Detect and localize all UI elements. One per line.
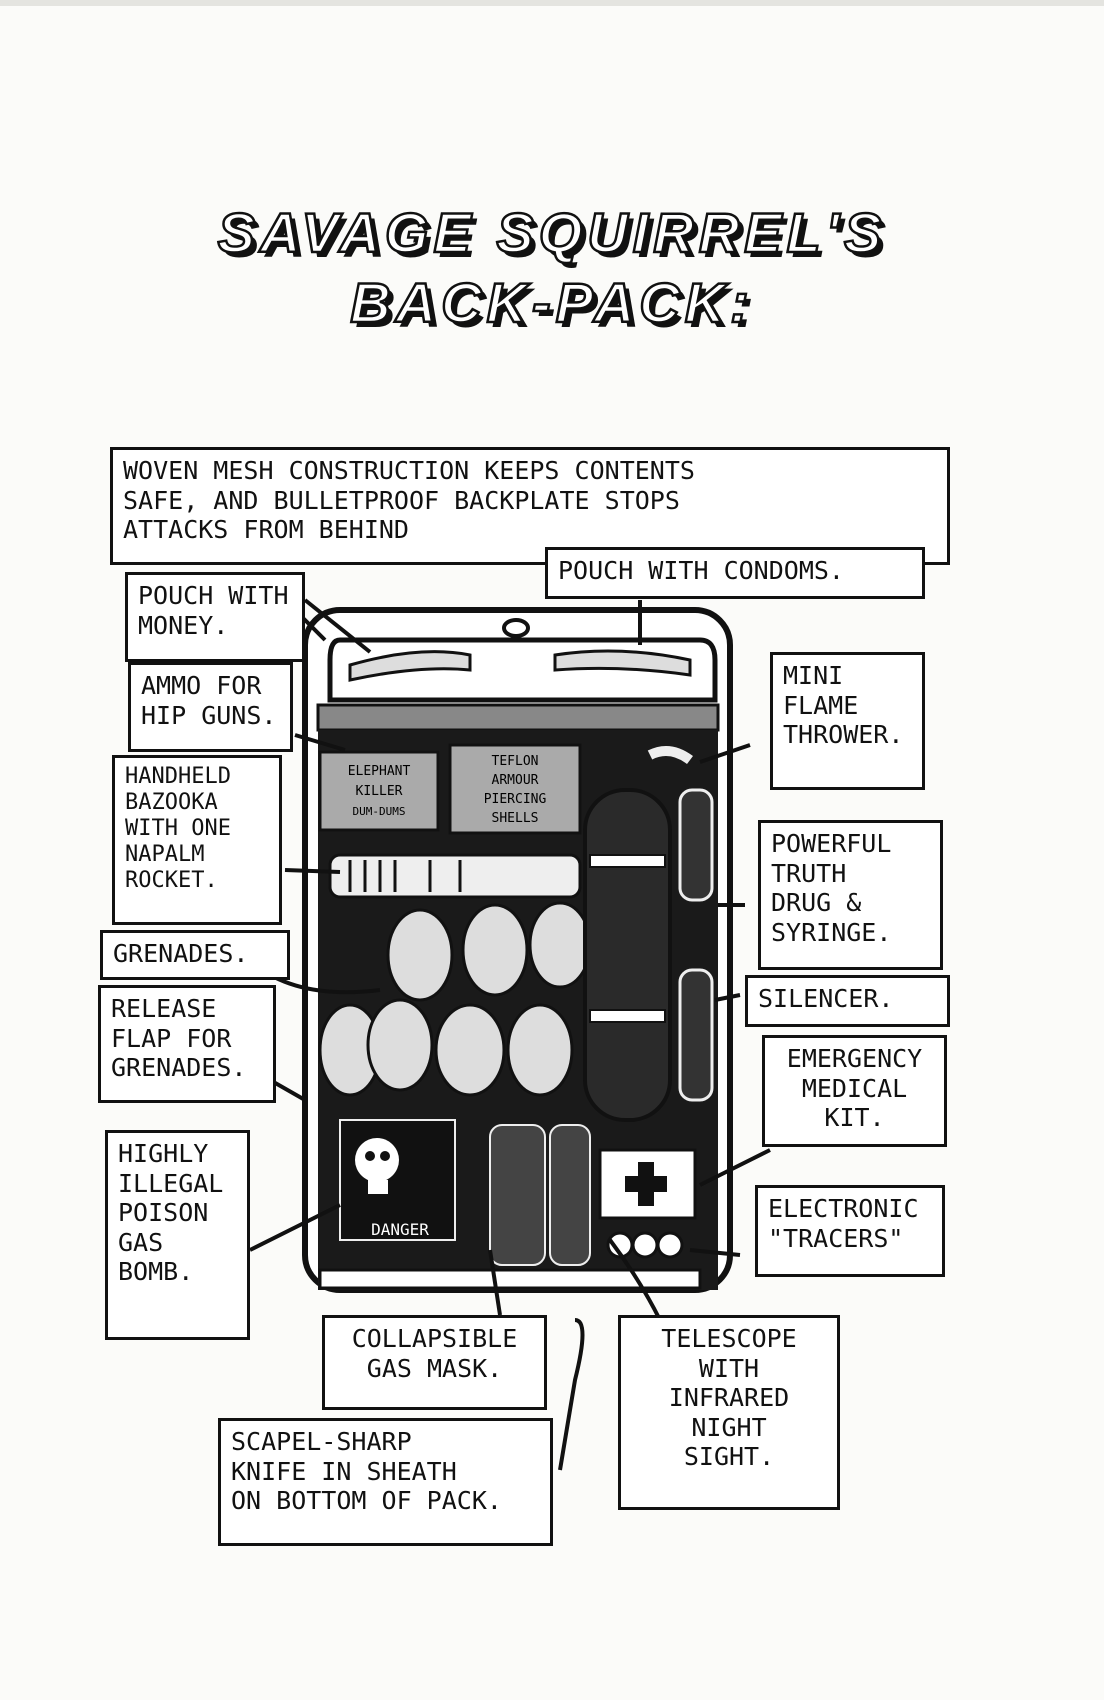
page-title-line-1: SAVAGE SQUIRREL'S xyxy=(216,200,887,266)
flame-thrower-tank xyxy=(583,788,672,1122)
gas-mask-canister xyxy=(489,1124,546,1266)
teflon-text-3: PIERCING xyxy=(484,792,547,807)
elephant-text-1: ELEPHANT xyxy=(348,764,411,779)
silencer-pocket xyxy=(678,968,714,1102)
teflon-text-2: ARMOUR xyxy=(492,773,539,788)
condom-pouch xyxy=(553,649,692,677)
flame-nozzle xyxy=(647,746,693,765)
page-edge xyxy=(0,0,1104,6)
poison-bomb xyxy=(339,1119,456,1241)
elephant-text-2: KILLER xyxy=(356,784,403,799)
bazooka xyxy=(328,853,582,899)
top-button xyxy=(502,618,530,638)
label-grenades: GRENADES. xyxy=(100,930,290,980)
label-pouch-condoms: POUCH WITH CONDOMS. xyxy=(545,547,925,599)
teflon-text-4: SHELLS xyxy=(492,811,539,826)
teflon-box xyxy=(448,743,582,835)
elephant-text-3: DUM-DUMS xyxy=(353,805,406,818)
bottom-strap xyxy=(318,1268,702,1290)
label-tracers: ELECTRONIC"TRACERS" xyxy=(755,1185,945,1277)
grenades xyxy=(318,901,592,1097)
elephant-box xyxy=(318,750,440,832)
syringe-pocket xyxy=(678,788,714,902)
ammo-band xyxy=(316,703,720,732)
label-silencer: SILENCER. xyxy=(745,975,950,1027)
teflon-text-1: TEFLON xyxy=(492,754,539,769)
money-pouch xyxy=(348,650,472,682)
danger-text: DANGER xyxy=(371,1220,429,1239)
page-title-line-2: BACK-PACK: xyxy=(349,270,754,336)
